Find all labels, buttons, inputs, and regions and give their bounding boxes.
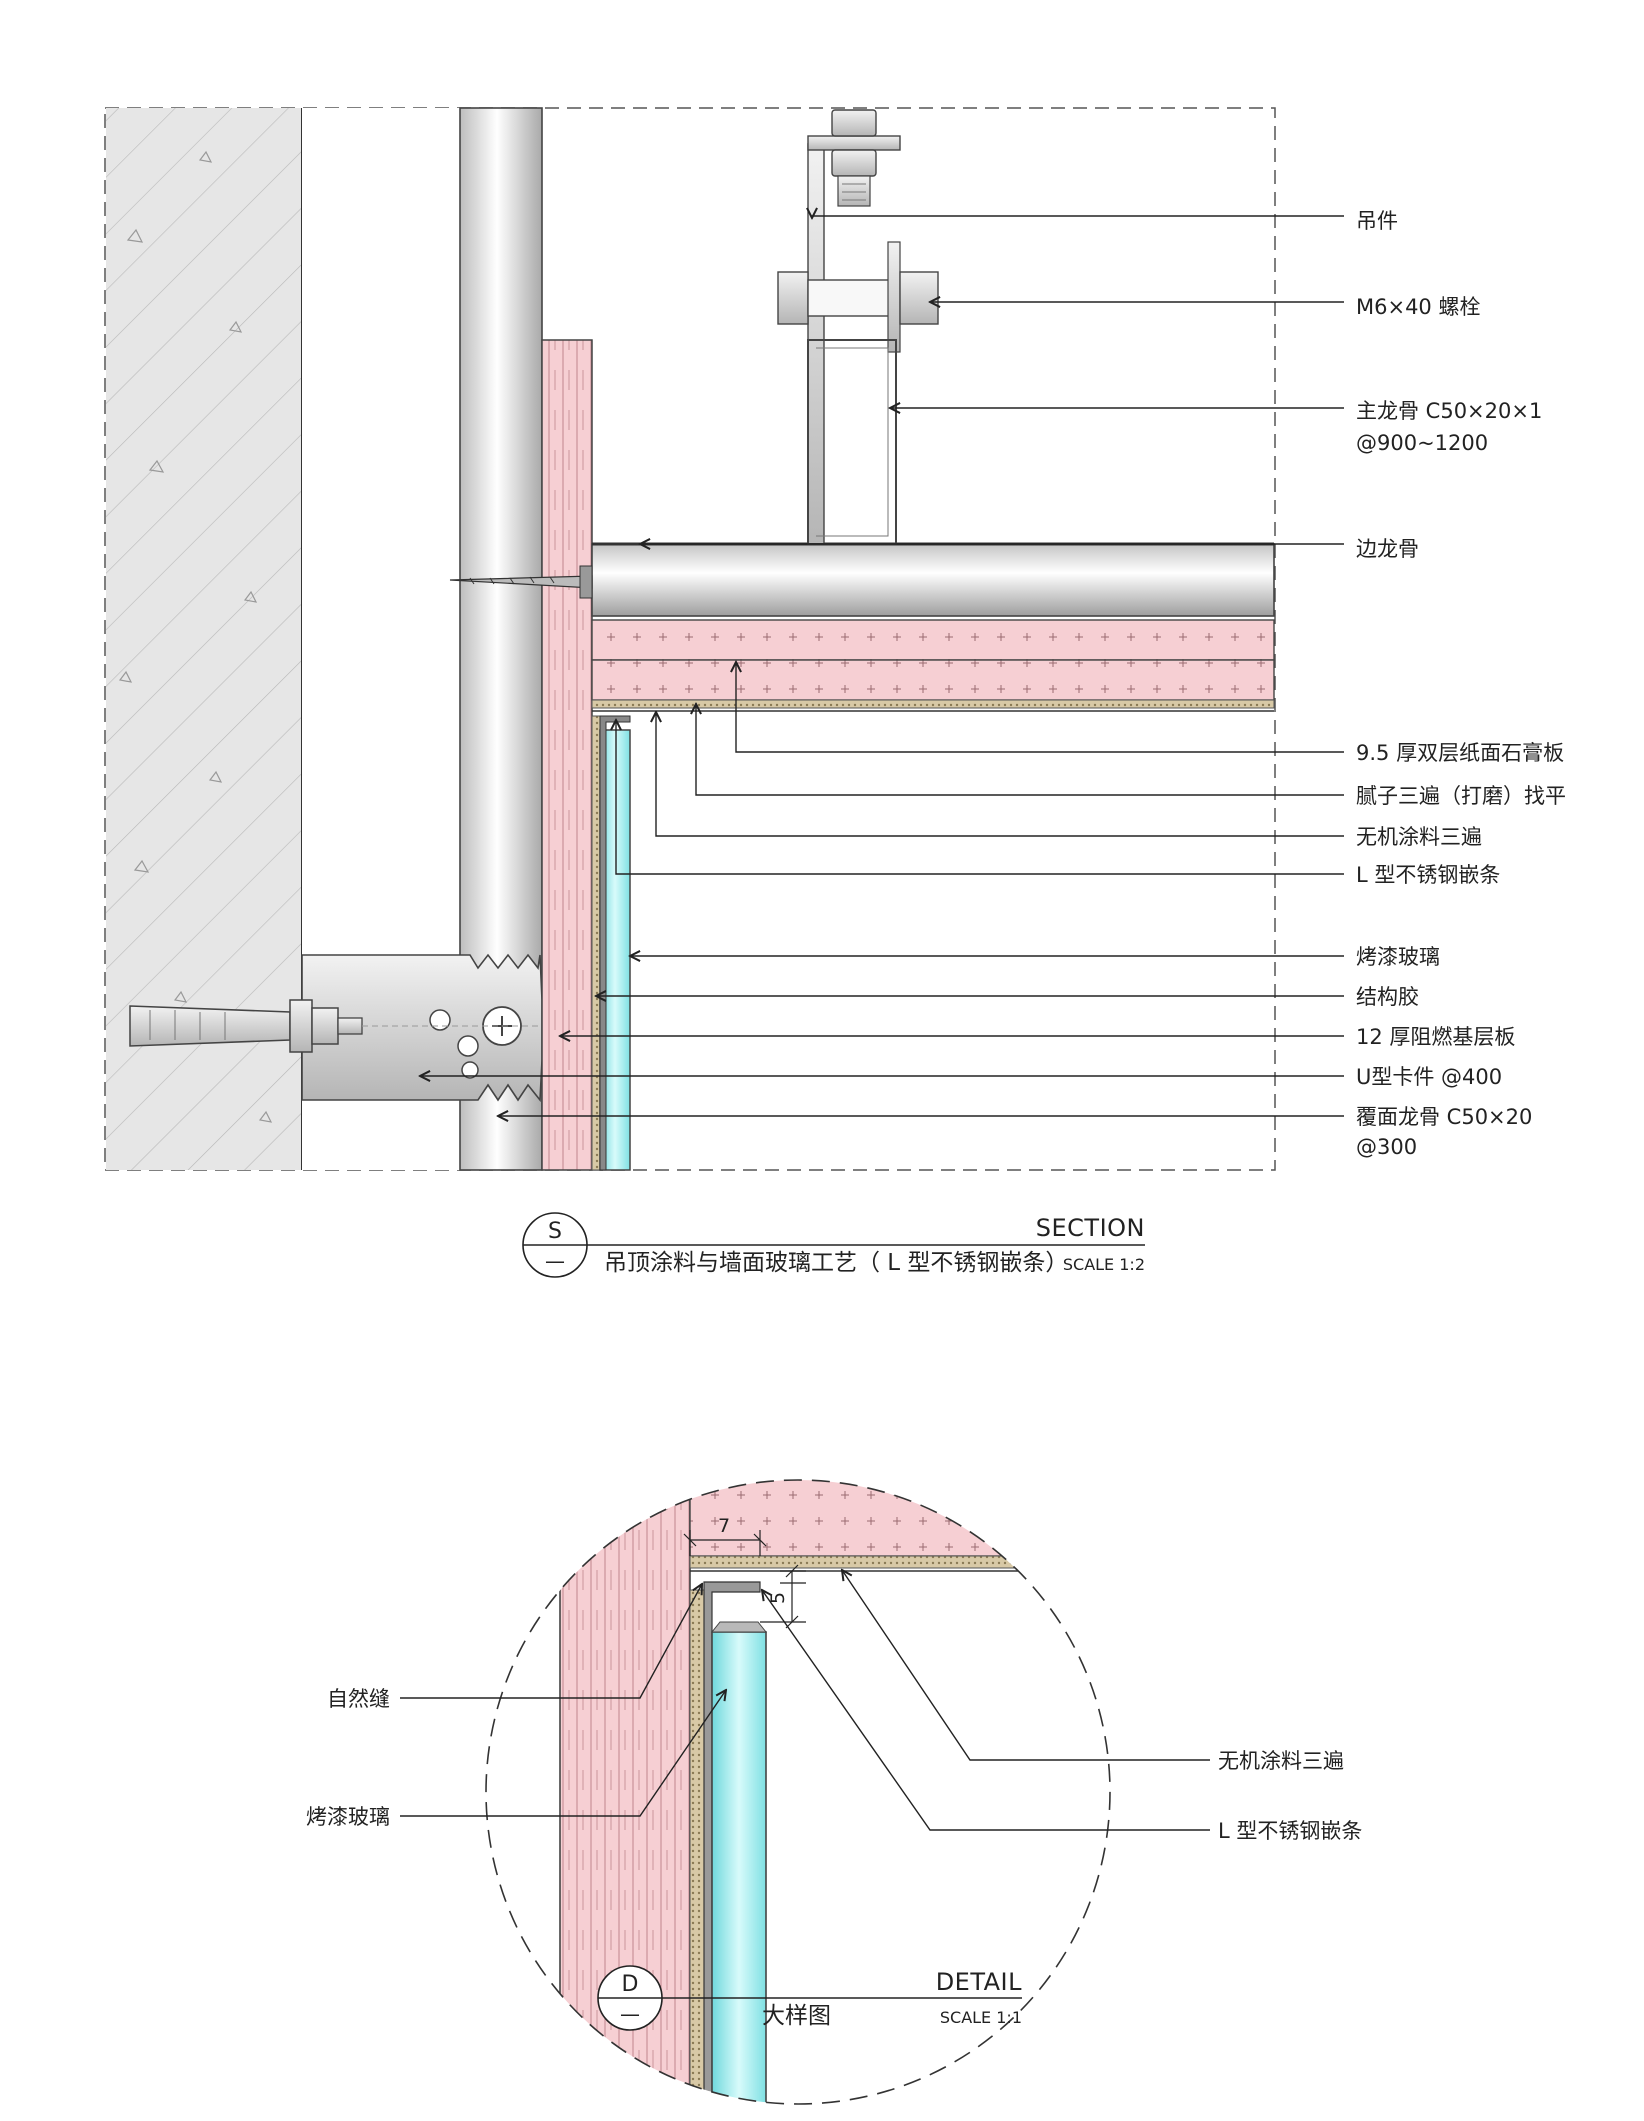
detail-l-strip <box>703 1581 761 2104</box>
label-hanger: 吊件 <box>1356 209 1398 233</box>
detail-label-glass: 烤漆玻璃 <box>306 1805 390 1829</box>
label-main-keel: 主龙骨 C50×20×1 <box>1356 399 1542 423</box>
section-frame <box>104 107 1276 1171</box>
section-scale: SCALE 1:2 <box>1063 1255 1145 1274</box>
detail-tag: D <box>622 1972 639 1997</box>
concrete-wall <box>106 108 303 1170</box>
u-clip-bracket <box>301 953 543 1103</box>
detail-gypsum-2 <box>689 1480 1110 1557</box>
detail-title-block: D — 大样图 DETAIL SCALE 1:1 <box>597 1965 1022 2031</box>
label-cover-keel: 覆面龙骨 C50×20 <box>1356 1105 1532 1129</box>
detail-circle <box>485 1479 1111 2105</box>
fire-retardant-base-board <box>541 339 593 1171</box>
section-tag-dash: — <box>545 1249 565 1273</box>
label-main-keel-spacing: @900~1200 <box>1356 431 1488 455</box>
dimension-5-text: 5 <box>767 1592 789 1604</box>
label-bolt: M6×40 螺栓 <box>1356 295 1480 319</box>
putty-and-coating <box>591 699 1275 712</box>
label-gypsum: 9.5 厚双层纸面石膏板 <box>1356 741 1564 765</box>
label-glue: 结构胶 <box>1356 985 1419 1009</box>
leader-putty <box>696 704 1344 796</box>
label-cover-keel-spacing: @300 <box>1356 1135 1417 1159</box>
section-title: 吊顶涂料与墙面玻璃工艺（ L 型不锈钢嵌条） <box>604 1250 1068 1276</box>
label-base-board: 12 厚阻燃基层板 <box>1356 1025 1515 1049</box>
detail-leader-gap <box>400 1584 702 1699</box>
detail-labels: 自然缝 烤漆玻璃 无机涂料三遍 L 型不锈钢嵌条 <box>306 1687 1362 1843</box>
expansion-anchor-bolt <box>129 999 540 1053</box>
section-tag: S <box>548 1219 562 1244</box>
section-title-block: S — 吊顶涂料与墙面玻璃工艺（ L 型不锈钢嵌条） SECTION SCALE… <box>522 1212 1145 1278</box>
gypsum-board-double <box>591 619 1275 701</box>
label-l-strip: L 型不锈钢嵌条 <box>1356 863 1500 887</box>
leader-l-strip <box>616 720 1344 875</box>
detail-leader-glass <box>400 1690 726 1817</box>
detail-leaders <box>400 1570 1210 1831</box>
edge-keel <box>591 542 1275 617</box>
detail-label-l-strip: L 型不锈钢嵌条 <box>1218 1819 1362 1843</box>
hanger-assembly <box>777 109 939 545</box>
detail-tag-dash: — <box>620 2002 640 2026</box>
detail-gypsum-1 <box>690 1402 1130 1474</box>
section-labels: 吊件 M6×40 螺栓 主龙骨 C50×20×1 @900~1200 边龙骨 9… <box>1356 209 1566 1159</box>
detail-label-gap: 自然缝 <box>327 1687 390 1711</box>
label-u-clip: U型卡件 @400 <box>1356 1065 1502 1089</box>
label-coating: 无机涂料三遍 <box>1356 825 1482 849</box>
detail-scale: SCALE 1:1 <box>940 2008 1022 2027</box>
detail-glue <box>689 1589 705 2104</box>
section-drawing: 吊件 M6×40 螺栓 主龙骨 C50×20×1 @900~1200 边龙骨 9… <box>104 107 1566 1278</box>
detail-putty-coating <box>689 1555 1110 1569</box>
detail-glass <box>711 1631 767 2104</box>
dimension-7-text: 7 <box>718 1515 730 1537</box>
detail-caption: DETAIL <box>936 1968 1022 1996</box>
dimension-7 <box>683 1530 767 1556</box>
leader-gypsum <box>736 662 1344 753</box>
structural-glue <box>591 715 601 1171</box>
dimension-5 <box>760 1564 806 1629</box>
detail-label-coating: 无机涂料三遍 <box>1218 1749 1344 1773</box>
detail-leader-l-strip <box>762 1590 1210 1831</box>
fixing-screw <box>449 565 593 599</box>
l-stainless-strip <box>599 715 631 1171</box>
label-putty: 腻子三遍（打磨）找平 <box>1356 784 1566 808</box>
leader-coating <box>656 712 1344 837</box>
section-caption: SECTION <box>1036 1214 1145 1242</box>
leader-hanger <box>812 216 1344 218</box>
detail-edge-keel <box>690 1330 1130 1398</box>
detail-leader-coating <box>842 1570 1210 1761</box>
detail-drawing: 7 5 自然缝 烤漆玻璃 无机涂料三遍 L 型不锈钢嵌条 <box>306 1330 1362 2105</box>
detail-title: 大样图 <box>762 2003 831 2029</box>
label-edge-keel: 边龙骨 <box>1356 537 1419 561</box>
leader-lines <box>420 216 1344 1116</box>
label-glass: 烤漆玻璃 <box>1356 945 1440 969</box>
